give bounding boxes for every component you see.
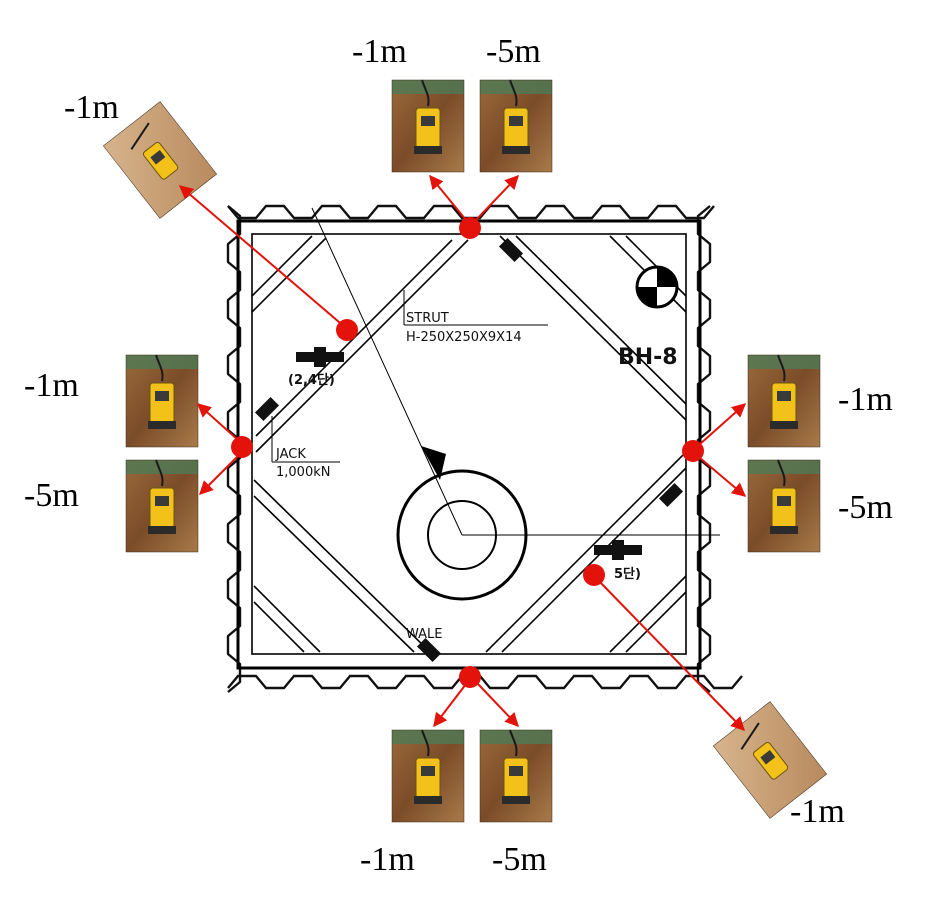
photo-top-1m: [391, 79, 465, 173]
strut-label: STRUT: [406, 311, 449, 326]
depth-diag-upper-left: -1m: [64, 89, 119, 126]
photo-top-5m: [479, 79, 553, 173]
sheet-pile-bottom: [227, 674, 743, 690]
marker-lower-right: [583, 564, 605, 586]
jack-blocks: [254, 237, 684, 663]
jack-label: JACK: [275, 447, 306, 462]
depth-right-upper: -1m: [838, 381, 893, 418]
photo-left-1m: [125, 354, 199, 448]
photo-left-5m: [125, 459, 199, 553]
depth-top-left: -1m: [352, 33, 407, 70]
sensor-markers: [231, 217, 704, 688]
wale-outer: [236, 219, 702, 670]
sheet-pile-top: [227, 204, 715, 220]
sensor-photos: [102, 79, 828, 823]
photo-bottom-5m: [479, 729, 553, 823]
corner-struts: [251, 235, 687, 653]
strut-spec: H-250X250X9X14: [406, 330, 522, 345]
depth-left-upper: -1m: [24, 367, 79, 404]
level-symbol-upper: [296, 347, 344, 367]
level-symbol-lower: [594, 540, 642, 560]
marker-top: [459, 217, 481, 239]
depth-labels: -1m -5m -1m -1m -5m -1m -5m -1m -1m -5m: [24, 33, 893, 878]
photo-right-5m: [747, 459, 821, 553]
marker-upper-left: [336, 319, 358, 341]
depth-right-lower: -5m: [838, 489, 893, 526]
photo-diag-upper-left: [102, 100, 218, 220]
borehole-symbol: [635, 265, 679, 309]
marker-bottom: [459, 666, 481, 688]
wale-inner: [251, 233, 687, 655]
photo-bottom-1m: [391, 729, 465, 823]
depth-diag-lower-right: -1m: [790, 793, 845, 830]
borehole-label: BH-8: [618, 345, 678, 370]
depth-top-right: -5m: [486, 33, 541, 70]
leader-line: [311, 207, 463, 536]
level-label-lower: 5단): [614, 566, 641, 582]
marker-right: [682, 440, 704, 462]
wale-label: WALE: [406, 627, 443, 642]
photo-right-1m: [747, 354, 821, 448]
excavation-plan: STRUT H-250X250X9X14 JACK 1,000kN WALE (…: [226, 204, 743, 693]
marker-left: [231, 436, 253, 458]
level-label-upper: (2,4단): [288, 372, 335, 388]
leader-arrowhead: [421, 446, 446, 480]
depth-left-lower: -5m: [24, 477, 79, 514]
depth-bottom-right: -5m: [492, 841, 547, 878]
sensor-arrows: [178, 174, 747, 732]
depth-bottom-left: -1m: [360, 841, 415, 878]
jack-capacity: 1,000kN: [276, 465, 330, 480]
